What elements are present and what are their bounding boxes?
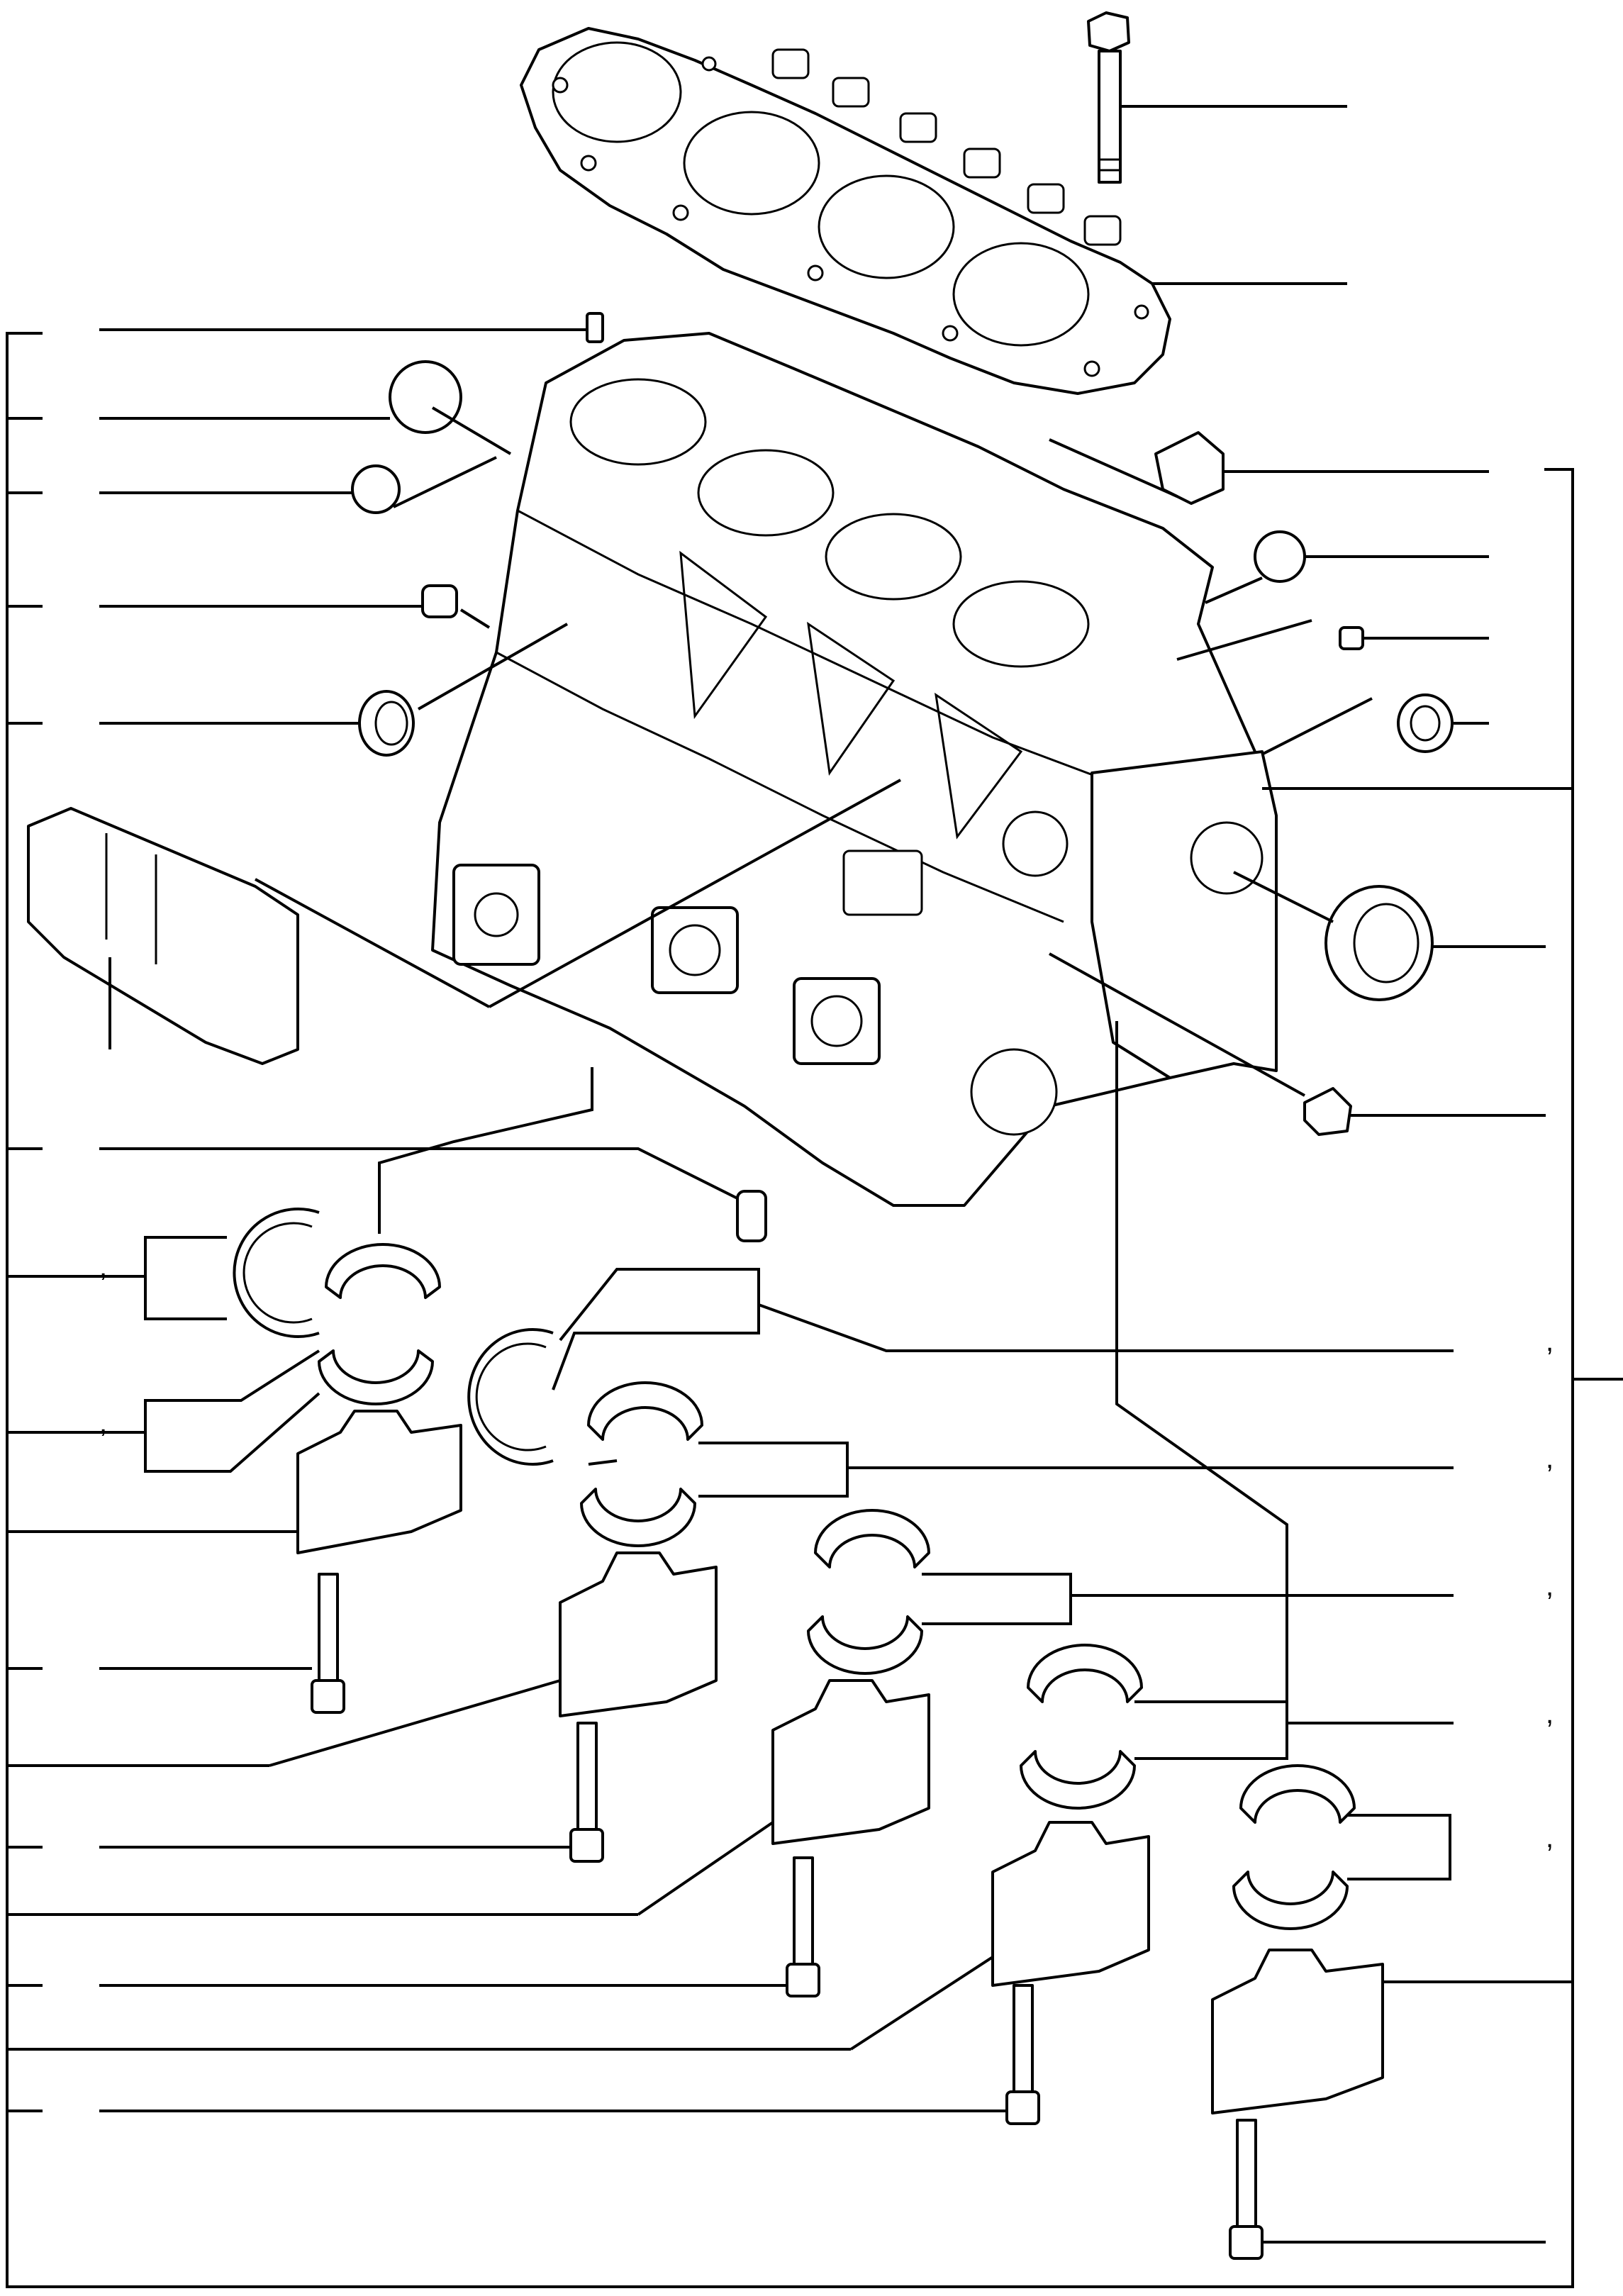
cylinder-block xyxy=(431,332,1271,1207)
cylinder-head-bolt xyxy=(1087,11,1347,184)
seal-ring-left xyxy=(7,623,568,757)
main-bolt-1 xyxy=(7,1573,345,1714)
thrust-washer-lower-left xyxy=(467,1328,554,1466)
main-bearing-1 xyxy=(7,1243,462,1554)
block-leader-line xyxy=(489,779,901,1008)
comma-mark-right-1: , xyxy=(1546,1326,1554,1357)
right-bracket-upper xyxy=(1544,468,1574,2287)
comma-mark-right-5: , xyxy=(1546,1822,1554,1854)
threaded-plug-right-top xyxy=(1049,431,1489,505)
thrust-washer-upper-left xyxy=(7,1208,320,1338)
comma-mark-left-2: , xyxy=(99,1408,107,1439)
main-bolt-3 xyxy=(7,1856,820,1997)
comma-mark-right-2: , xyxy=(1546,1443,1554,1474)
main-bearing-3 xyxy=(7,1509,1454,1916)
comma-mark-right-3: , xyxy=(1546,1571,1554,1602)
main-bolt-2 xyxy=(7,1722,604,1863)
rear-plate xyxy=(1091,750,1573,1079)
oil-plug-bottom xyxy=(7,1067,767,1242)
drain-plug-right xyxy=(1049,952,1546,1136)
thrust-washer-lines-right xyxy=(552,1021,1454,1702)
threaded-plug-left xyxy=(7,584,491,629)
main-bearing-5 xyxy=(1211,1764,1573,2114)
comma-mark-left-1: , xyxy=(99,1252,107,1283)
core-plug-small xyxy=(7,456,497,514)
small-plug-right xyxy=(1176,619,1489,661)
dowel-pin xyxy=(99,312,604,343)
main-bearing-2 xyxy=(7,1381,1454,1767)
core-plug-large xyxy=(7,360,512,455)
rear-bearing-bush xyxy=(1233,871,1546,1001)
main-bolt-5 xyxy=(1229,2119,1546,2260)
comma-mark-right-4: , xyxy=(1546,1698,1554,1729)
oil-pan-adapter xyxy=(27,807,490,1065)
main-bolt-4 xyxy=(7,1984,1040,2125)
main-bearing-4 xyxy=(7,1644,1454,2051)
cylinder-head-gasket xyxy=(520,27,1171,395)
left-bracket xyxy=(6,332,1574,2288)
core-plug-right xyxy=(1205,530,1489,604)
